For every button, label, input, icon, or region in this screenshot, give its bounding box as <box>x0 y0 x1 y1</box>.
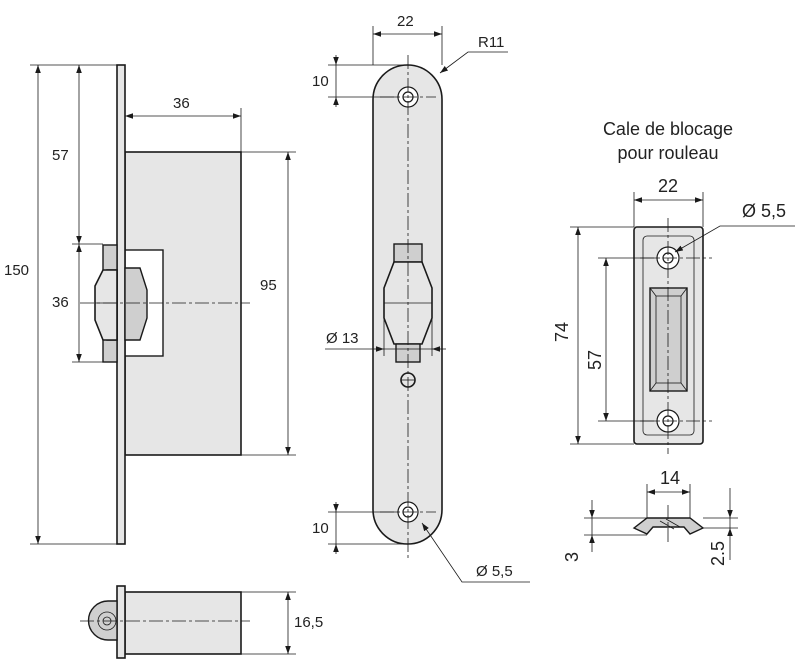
front-plate-edge <box>116 64 126 545</box>
front-view: 22 R11 10 10 Ø 13 Ø 5,5 <box>312 13 530 583</box>
dim-body-height: 95 <box>260 277 277 294</box>
shim-dim-hole-spacing: 57 <box>585 350 605 370</box>
bottom-view: 16,5 <box>80 585 323 659</box>
bottom-plate <box>116 585 126 659</box>
dim-total-height: 150 <box>4 262 29 279</box>
dim-bottom-hole-offset: 10 <box>312 520 329 537</box>
dim-roller-diameter: Ø 13 <box>326 330 359 347</box>
bottom-body <box>124 591 242 655</box>
dim-upper-offset: 57 <box>52 147 69 164</box>
shim-dim-width: 22 <box>658 176 678 196</box>
dim-top-hole-offset: 10 <box>312 73 329 90</box>
dim-roller-height: 36 <box>52 294 69 311</box>
shim-dim-profile-width: 14 <box>660 468 680 488</box>
shim-title-line1: Cale de blocage <box>603 119 733 139</box>
dim-plate-width: 22 <box>397 13 414 30</box>
shim-dim-inner-thickness: 2.5 <box>708 541 728 566</box>
shim-pocket <box>649 287 688 392</box>
dim-hole-diameter: Ø 5,5 <box>476 563 513 580</box>
shim-dim-thickness: 3 <box>562 552 582 562</box>
dim-body-thickness: 16,5 <box>294 614 323 631</box>
roller-mechanism <box>94 244 148 363</box>
shim-view: Cale de blocage pour rouleau 22 Ø 5,5 <box>552 119 795 566</box>
dim-corner-radius: R11 <box>478 34 504 51</box>
shim-dim-hole-diameter: Ø 5,5 <box>742 201 786 221</box>
side-view: 150 57 36 36 95 <box>4 64 296 545</box>
shim-dim-height: 74 <box>552 322 572 342</box>
dim-body-depth: 36 <box>173 95 190 112</box>
shim-title-line2: pour rouleau <box>617 143 718 163</box>
